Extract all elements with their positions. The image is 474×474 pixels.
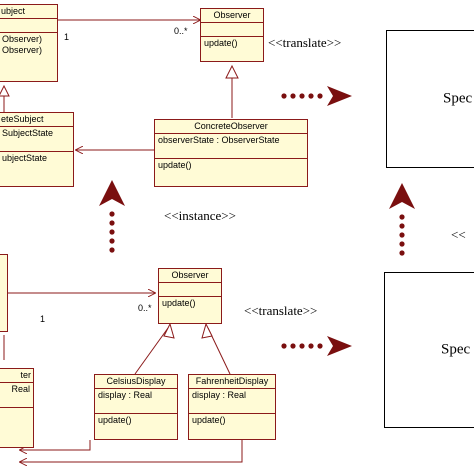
generalization-triangle-subject [0,84,10,97]
observer-class-bottom: Observer update() [158,268,222,324]
generalization-triangle-top [225,64,239,79]
bottom-left-partial-attr: Real [0,383,33,408]
concrete-observer-op: update() [158,160,192,170]
observer-top-title: Observer [201,9,263,23]
concrete-subject-title: eteSubject [0,113,73,127]
translate-arrow-bottom [281,336,352,356]
fahrenheit-display-title: FahrenheitDisplay [189,375,275,389]
partial-stereotype-label: << [451,227,466,242]
subject-class-attributes [0,19,57,33]
bottom-left-partial-title: ter [0,369,33,383]
observer-top-op: update() [204,38,238,48]
multiplicity-many-bottom: 0..* [138,303,152,313]
return-line-celsius [20,440,91,450]
multiplicity-one-bottom: 1 [40,314,46,324]
subject-class-operations: Observer) Observer) [0,33,57,57]
generalization-triangle-celsius [163,322,175,339]
observer-bottom-op: update() [162,298,196,308]
celsius-display-attr: display : Real [95,389,177,414]
spec-label-bottom: Spec [441,341,471,358]
spec-box-bottom: Spec [384,272,474,428]
subject-op-2: Observer) [2,45,43,55]
observer-bottom-attributes [159,283,221,297]
bottom-left-partial-box [0,254,8,332]
bottom-left-partial-class: ter Real [0,368,34,448]
celsius-display-title: CelsiusDisplay [95,375,177,389]
concrete-subject-attr: SubjectState [0,127,73,152]
translate-arrow-top [281,86,352,106]
fahrenheit-display-attr: display : Real [189,389,275,414]
concrete-observer-class: ConcreteObserver observerState : Observe… [154,119,308,187]
translate-label-bottom: <<translate>> [244,303,318,318]
subject-class-title: ubject [0,5,57,19]
instance-arrow-middle [99,180,125,253]
concrete-subject-class: eteSubject SubjectState ubjectState [0,112,74,187]
concrete-observer-title: ConcreteObserver [155,120,307,134]
subject-class: ubject Observer) Observer) [0,4,58,82]
spec-box-top: Spec [386,30,474,168]
celsius-display-class: CelsiusDisplay display : Real update() [94,374,178,440]
translate-label-top: <<translate>> [268,35,342,50]
observer-top-attributes [201,23,263,37]
concrete-observer-attr: observerState : ObserverState [155,134,307,159]
subject-op-1: Observer) [2,34,43,44]
return-line-fahrenheit [20,440,243,462]
instance-arrow-right [389,183,415,256]
multiplicity-many-top: 0..* [174,26,188,36]
fahrenheit-display-class: FahrenheitDisplay display : Real update(… [188,374,276,440]
celsius-display-op: update() [98,415,132,425]
observer-class-top: Observer update() [200,8,264,62]
multiplicity-one-top: 1 [64,32,70,42]
fahrenheit-display-op: update() [192,415,226,425]
instance-label: <<instance>> [164,208,236,223]
bottom-left-partial-ops [0,408,33,410]
spec-label-top: Spec [443,90,473,107]
generalization-line-celsius [134,327,169,375]
concrete-subject-op: ubjectState [2,153,48,163]
observer-bottom-title: Observer [159,269,221,283]
generalization-triangle-fahrenheit [201,322,213,339]
